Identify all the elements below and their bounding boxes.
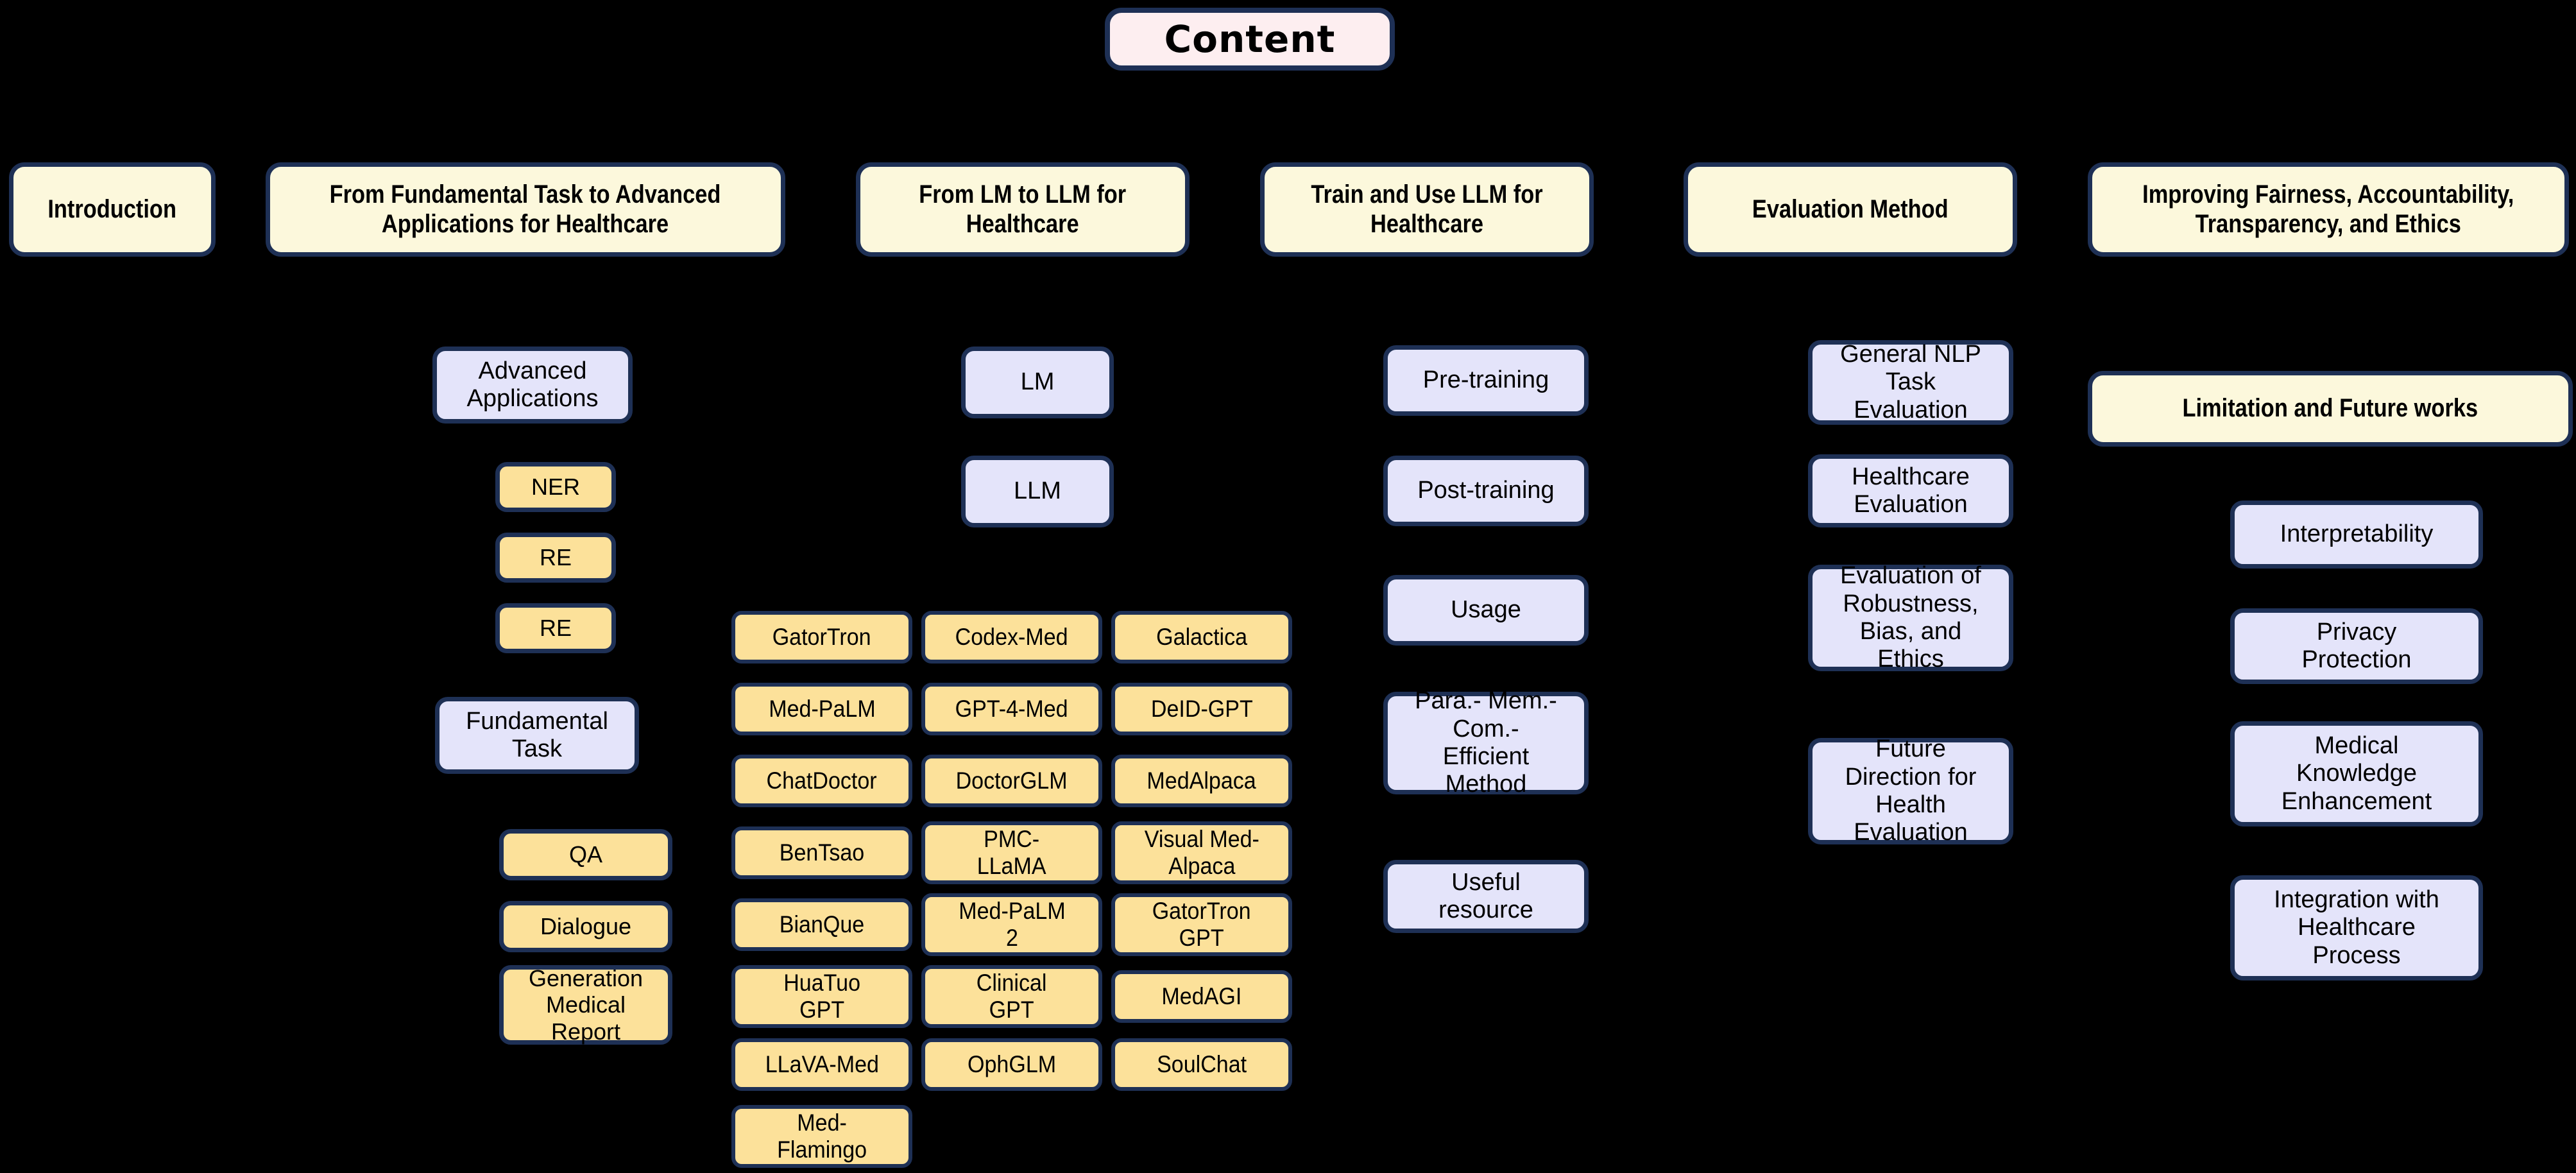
model-gatortron[interactable]: GatorTron	[731, 611, 912, 664]
model-bentsao[interactable]: BenTsao	[731, 826, 912, 879]
model-label: GatorTron	[772, 623, 871, 650]
section-fundamental-to-advanced-label: From Fundamental Task to Advanced Applic…	[330, 180, 721, 238]
model-label: MedAlpaca	[1147, 767, 1257, 794]
node-post-training[interactable]: Post-training	[1383, 456, 1589, 526]
model-label: ChatDoctor	[766, 767, 878, 794]
model-gatortron-gpt[interactable]: GatorTron GPT	[1111, 893, 1292, 956]
diagram-title: Content	[1105, 8, 1395, 71]
model-label: PMC- LLaMA	[977, 825, 1046, 879]
model-med-flamingo[interactable]: Med- Flamingo	[731, 1105, 912, 1168]
model-label: LLaVA-Med	[765, 1050, 879, 1077]
model-label: GatorTron GPT	[1152, 897, 1251, 951]
model-label: BianQue	[779, 911, 865, 938]
model-label: BenTsao	[779, 839, 865, 866]
node-evaluation-robustness-bias-ethics[interactable]: Evaluation of Robustness, Bias, and Ethi…	[1808, 562, 2013, 672]
model-ophglm[interactable]: OphGLM	[921, 1038, 1102, 1091]
model-galactica[interactable]: Galactica	[1111, 611, 1292, 664]
model-label: OphGLM	[967, 1050, 1057, 1077]
model-label: Med- Flamingo	[776, 1109, 867, 1163]
section-evaluation-method[interactable]: Evaluation Method	[1684, 162, 2017, 257]
node-dialogue[interactable]: Dialogue	[499, 901, 672, 952]
model-label: Med-PaLM 2	[958, 897, 1066, 951]
node-re-1[interactable]: RE	[495, 533, 616, 583]
model-label: Galactica	[1156, 623, 1247, 650]
model-chatdoctor[interactable]: ChatDoctor	[731, 755, 912, 807]
node-privacy-protection[interactable]: Privacy Protection	[2230, 608, 2483, 684]
model-label: GPT-4-Med	[955, 695, 1068, 722]
model-label: MedAGI	[1161, 982, 1242, 1009]
node-limitation-label: Limitation and Future works	[2182, 394, 2478, 423]
model-label: Codex-Med	[955, 623, 1068, 650]
node-re-2[interactable]: RE	[495, 603, 616, 653]
node-future-direction-health-evaluation[interactable]: Future Direction for Health Evaluation	[1808, 735, 2013, 846]
model-visual-med-alpaca[interactable]: Visual Med- Alpaca	[1111, 821, 1292, 884]
node-efficient-method[interactable]: Para.- Mem.- Com.- Efficient Method	[1383, 687, 1589, 798]
node-medical-knowledge-enhancement[interactable]: Medical Knowledge Enhancement	[2230, 721, 2483, 826]
model-medalpaca[interactable]: MedAlpaca	[1111, 755, 1292, 807]
node-general-nlp-task-evaluation[interactable]: General NLP Task Evaluation	[1808, 340, 2013, 425]
section-lm-to-llm-label: From LM to LLM for Healthcare	[919, 180, 1127, 238]
model-label: DeID-GPT	[1150, 695, 1253, 722]
node-advanced-applications[interactable]: Advanced Applications	[432, 347, 633, 424]
section-improving-fairness[interactable]: Improving Fairness, Accountability, Tran…	[2088, 162, 2569, 257]
node-qa[interactable]: QA	[499, 829, 672, 880]
model-label: Clinical GPT	[977, 969, 1047, 1023]
model-clinical-gpt[interactable]: Clinical GPT	[921, 965, 1102, 1028]
node-ner[interactable]: NER	[495, 462, 616, 512]
model-gpt-4-med[interactable]: GPT-4-Med	[921, 683, 1102, 735]
section-introduction-label: Introduction	[47, 194, 177, 223]
node-integration-with-healthcare-process[interactable]: Integration with Healthcare Process	[2230, 875, 2483, 980]
model-label: HuaTuo GPT	[783, 969, 860, 1023]
section-fundamental-to-advanced[interactable]: From Fundamental Task to Advanced Applic…	[266, 162, 785, 257]
model-codex-med[interactable]: Codex-Med	[921, 611, 1102, 664]
model-bianque[interactable]: BianQue	[731, 898, 912, 951]
node-llm[interactable]: LLM	[961, 456, 1114, 527]
section-train-and-use-llm-label: Train and Use LLM for Healthcare	[1311, 180, 1543, 238]
model-doctorglm[interactable]: DoctorGLM	[921, 755, 1102, 807]
node-lm[interactable]: LM	[961, 347, 1114, 418]
node-interpretability[interactable]: Interpretability	[2230, 501, 2483, 569]
model-huatuo-gpt[interactable]: HuaTuo GPT	[731, 965, 912, 1028]
section-lm-to-llm[interactable]: From LM to LLM for Healthcare	[856, 162, 1190, 257]
model-deid-gpt[interactable]: DeID-GPT	[1111, 683, 1292, 735]
node-limitation-and-future-works[interactable]: Limitation and Future works	[2088, 371, 2573, 447]
model-label: SoulChat	[1156, 1050, 1247, 1077]
section-evaluation-method-label: Evaluation Method	[1752, 194, 1949, 223]
node-healthcare-evaluation[interactable]: Healthcare Evaluation	[1808, 454, 2013, 527]
section-improving-fairness-label: Improving Fairness, Accountability, Tran…	[2142, 180, 2514, 238]
section-train-and-use-llm[interactable]: Train and Use LLM for Healthcare	[1260, 162, 1594, 257]
model-medagi[interactable]: MedAGI	[1111, 970, 1292, 1023]
model-pmc-llama[interactable]: PMC- LLaMA	[921, 821, 1102, 884]
node-useful-resource[interactable]: Useful resource	[1383, 860, 1589, 933]
model-label: DoctorGLM	[955, 767, 1068, 794]
node-usage[interactable]: Usage	[1383, 575, 1589, 646]
model-soulchat[interactable]: SoulChat	[1111, 1038, 1292, 1091]
model-llava-med[interactable]: LLaVA-Med	[731, 1038, 912, 1091]
model-med-palm[interactable]: Med-PaLM	[731, 683, 912, 735]
model-label: Med-PaLM	[768, 695, 876, 722]
model-label: Visual Med- Alpaca	[1144, 825, 1259, 879]
node-fundamental-task[interactable]: Fundamental Task	[435, 697, 639, 774]
node-pre-training[interactable]: Pre-training	[1383, 345, 1589, 416]
model-med-palm-2[interactable]: Med-PaLM 2	[921, 893, 1102, 956]
node-generation-medical-report[interactable]: Generation Medical Report	[499, 965, 672, 1045]
section-introduction[interactable]: Introduction	[9, 162, 216, 257]
